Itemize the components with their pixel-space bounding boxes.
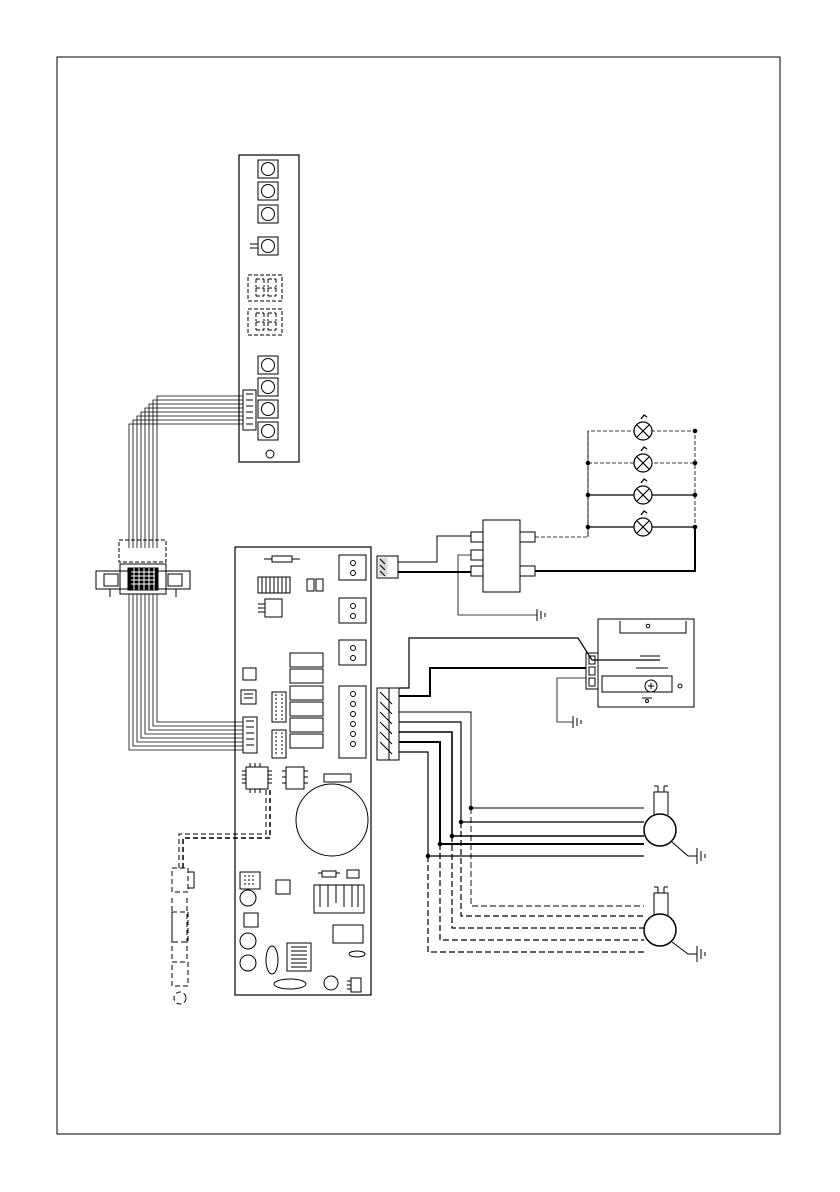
- connector-block: [96, 540, 190, 597]
- ground-symbol: [537, 609, 545, 621]
- panel-button: [258, 182, 278, 200]
- sensor-plug: [188, 872, 194, 888]
- motor-2-wires: [428, 808, 644, 952]
- led-indicator: [266, 450, 274, 458]
- panel-button: [258, 205, 278, 223]
- panel-button: [258, 356, 278, 374]
- motor-1-wires: [399, 712, 644, 858]
- sensor-cable: [172, 790, 270, 1004]
- board-terminal: [339, 598, 366, 623]
- lamp: [634, 447, 652, 472]
- page-frame: [57, 57, 780, 1134]
- lamp: [634, 479, 652, 504]
- board-terminal: [339, 555, 366, 580]
- board-ribbon-connector: [243, 717, 257, 753]
- motor-connector: [377, 688, 399, 760]
- motor-2: [644, 887, 705, 962]
- power-terminal-block: [586, 619, 694, 707]
- seven-segment-display: [248, 309, 282, 335]
- lamp-circuit: [535, 429, 697, 571]
- panel-button: [258, 378, 278, 396]
- control-panel: [239, 155, 299, 462]
- power-input-wires: [399, 638, 660, 722]
- lamp: [634, 415, 652, 440]
- panel-button: [258, 237, 278, 255]
- panel-button: [258, 160, 278, 178]
- ground-symbol: [573, 716, 581, 728]
- ribbon-cable: [129, 594, 243, 750]
- ribbon-cable: [129, 396, 243, 548]
- main-control-board: [235, 547, 371, 995]
- power-plug: [377, 556, 398, 578]
- junction-box: [471, 520, 535, 592]
- lamp: [634, 511, 652, 536]
- panel-button: [258, 422, 278, 440]
- board-terminal: [339, 640, 366, 665]
- seven-segment-display: [248, 275, 282, 301]
- capacitor: [296, 784, 368, 856]
- panel-button: [258, 400, 278, 418]
- motor-1: [644, 786, 705, 864]
